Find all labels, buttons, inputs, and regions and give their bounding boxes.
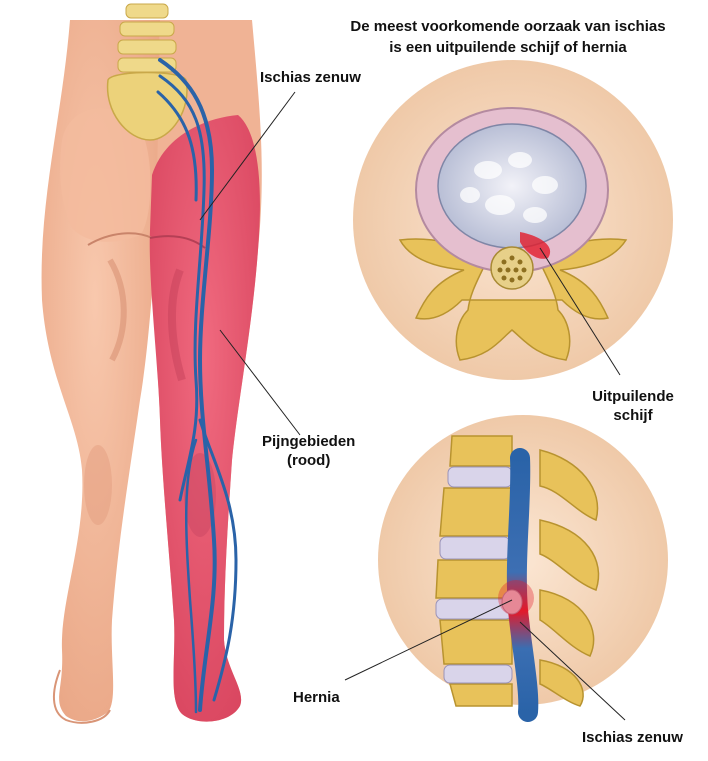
leader-ischias-bottom <box>519 621 626 721</box>
lateral-spine-inset <box>378 415 668 722</box>
spinal-cord <box>490 246 534 290</box>
leader-hernia <box>344 599 513 681</box>
spinous-processes <box>539 449 600 707</box>
leader-ischias-top <box>199 91 296 221</box>
label-pijngebieden-line-2: (rood) <box>287 452 331 469</box>
gluteal-fold <box>87 232 153 246</box>
leader-pijngebieden <box>219 329 301 436</box>
label-uitpuilende-schijf: Uitpuilende schijf <box>590 387 676 425</box>
label-ischias-zenuw-top: Ischias zenuw <box>260 69 361 86</box>
intervertebral-discs <box>435 466 513 684</box>
left-buttock <box>60 108 151 242</box>
title-line-1: De meest voorkomende oorzaak van ischias <box>350 18 666 35</box>
label-pijngebieden-line-1: Pijngebieden <box>262 433 356 450</box>
label-hernia: Hernia <box>293 689 340 706</box>
sciatic-nerve <box>156 58 238 714</box>
leader-uitpuilende <box>539 247 621 376</box>
disc-nucleus <box>437 123 587 249</box>
axial-disc-inset <box>353 60 673 380</box>
label-pijngebieden: Pijngebieden (rood) <box>262 432 355 470</box>
title-line-2: is een uitpuilende schijf of hernia <box>389 39 627 56</box>
diagram-title: De meest voorkomende oorzaak van ischias… <box>318 16 698 58</box>
herniated-disc <box>501 589 523 615</box>
label-uitpuilende-line-2: schijf <box>613 407 653 424</box>
leader-lines <box>199 91 626 721</box>
label-ischias-zenuw-bottom: Ischias zenuw <box>582 729 683 746</box>
label-uitpuilende-line-1: Uitpuilende <box>592 388 674 405</box>
